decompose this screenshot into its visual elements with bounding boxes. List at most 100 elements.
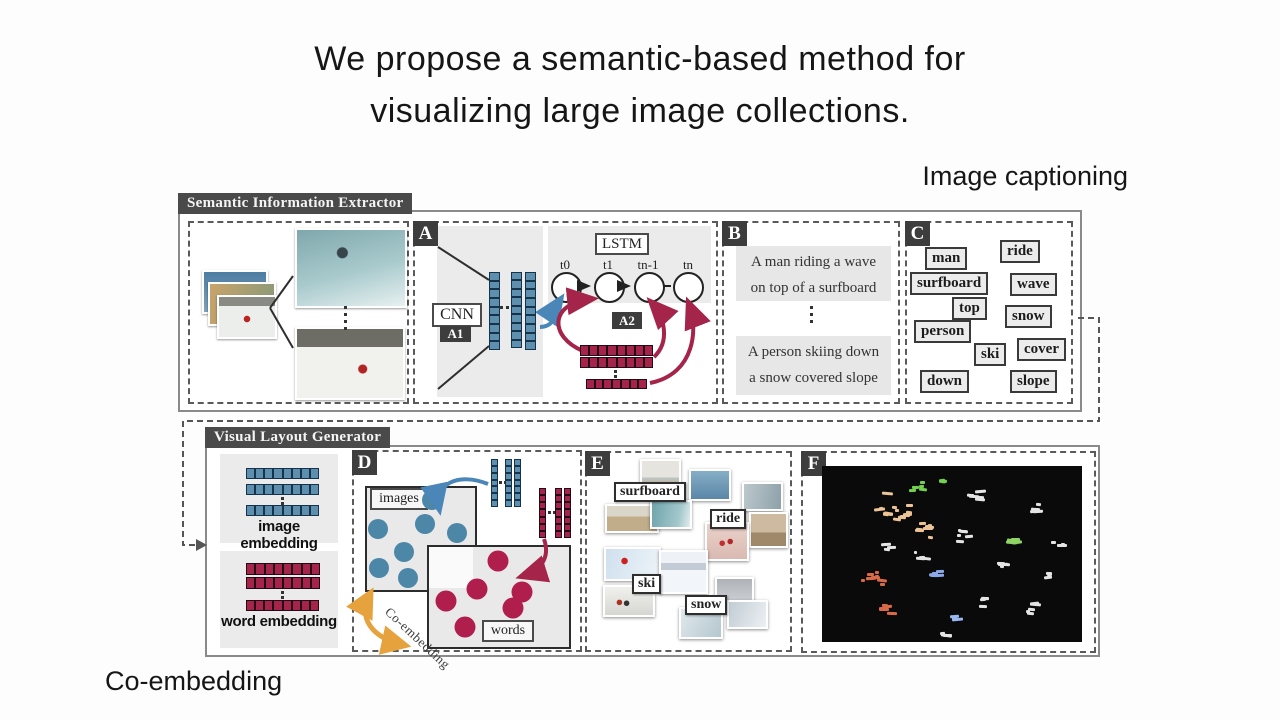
generator-header: Visual Layout Generator <box>205 427 391 448</box>
scatter-mark <box>952 617 964 622</box>
scatter-mark <box>935 573 944 577</box>
embedding-bar <box>580 357 653 368</box>
collage-photo <box>659 550 708 594</box>
scatter-mark <box>922 526 933 530</box>
scatter-mark <box>956 539 965 543</box>
word-tag: snow <box>1005 305 1052 328</box>
embedding-bar <box>246 505 319 516</box>
scatter-mark <box>875 571 880 575</box>
scatter-mark <box>886 545 896 549</box>
scatter-mark <box>981 596 989 600</box>
embedding-bar <box>525 272 536 351</box>
word-tag: wave <box>1010 273 1057 296</box>
collage-word-tag: ski <box>632 574 662 594</box>
input-stack-photo <box>217 295 277 339</box>
scatter-mark <box>888 512 893 516</box>
word-tag: down <box>920 370 970 393</box>
scatter-mark <box>927 523 932 527</box>
lstm-cell-tn <box>673 272 704 303</box>
ellipsis-vertical <box>614 370 617 378</box>
scatter-mark <box>927 535 933 540</box>
scatter-mark <box>879 582 885 586</box>
timestep-tn-1: tn-1 <box>637 257 659 272</box>
image-dot <box>398 568 418 588</box>
scatter-mark <box>881 491 893 496</box>
embedding-bar <box>564 488 571 538</box>
scatter-mark <box>906 503 914 507</box>
scatter-mark <box>883 512 890 516</box>
scatter-mark <box>978 604 987 608</box>
word-tag: slope <box>1010 370 1057 393</box>
collage-photo <box>689 469 731 501</box>
timestep-t0: t0 <box>559 257 571 272</box>
word-dot <box>502 597 524 619</box>
word-dot <box>466 578 488 600</box>
scatter-mark <box>974 489 987 493</box>
embedding-bar <box>505 459 512 508</box>
block-a-chip: A <box>413 221 438 246</box>
embedding-bar <box>246 563 320 575</box>
image-dot <box>394 542 414 562</box>
word-dot <box>454 616 476 638</box>
caption-2-line2: a snow covered slope <box>749 370 878 387</box>
lstm-label: LSTM <box>595 233 649 255</box>
scatter-mark <box>886 611 897 615</box>
image-dot <box>369 558 389 578</box>
scatter-mark <box>894 509 900 512</box>
collage-photo <box>749 512 788 548</box>
timestep-t1: t1 <box>602 257 614 272</box>
embedding-bar <box>246 577 320 589</box>
scatter-mark <box>860 578 865 582</box>
caption-1: A man riding a wave on top of a surfboar… <box>736 246 891 301</box>
word-tag: top <box>952 297 987 320</box>
collage-photo <box>650 500 692 529</box>
scatter-mark <box>904 513 911 517</box>
embedding-bar <box>555 488 562 538</box>
word-dot <box>511 581 533 603</box>
lstm-cell-t0 <box>551 272 582 303</box>
images-label: images <box>370 488 428 510</box>
scatter-mark <box>918 487 927 492</box>
block-c-chip: C <box>905 221 930 246</box>
cnn-label: CNN <box>432 303 482 327</box>
scatter-mark <box>919 481 925 484</box>
embedding-bar <box>246 468 319 479</box>
lstm-cell-t1 <box>594 272 625 303</box>
image-dot <box>415 514 435 534</box>
scatter-mark <box>881 603 888 607</box>
embedding-bar <box>514 459 521 508</box>
scatter-mark <box>908 488 916 492</box>
image-dot <box>447 523 467 543</box>
scatter-mark <box>959 529 969 534</box>
collage-word-tag: surfboard <box>614 482 686 502</box>
scatter-mark <box>892 517 901 521</box>
word-tag: man <box>925 247 968 270</box>
co-embedding-label: Co-embedding <box>105 666 283 696</box>
word-dot <box>435 590 457 612</box>
image-captioning-label: Image captioning <box>922 161 1128 191</box>
scatter-mark <box>919 521 927 525</box>
caption-1-line1: A man riding a wave <box>751 254 876 270</box>
collage-photo <box>727 600 768 629</box>
ellipsis-vertical <box>281 591 284 599</box>
scatter-mark <box>891 505 898 509</box>
image-dot <box>422 490 442 510</box>
input-surf-photo <box>295 228 407 308</box>
ellipsis-vertical <box>281 497 284 505</box>
block-b-chip: B <box>722 221 747 246</box>
slide-title-line1: We propose a semantic-based method for <box>314 40 966 78</box>
word-tag: surfboard <box>910 272 989 295</box>
word-tag: ski <box>974 343 1007 366</box>
scatter-mark <box>918 555 926 559</box>
lstm-cell-tn-1 <box>634 272 665 303</box>
scatter-mark <box>956 533 961 537</box>
image-dot <box>368 519 388 539</box>
scatter-mark <box>1051 541 1057 544</box>
caption-2: A person skiing down a snow covered slop… <box>736 336 891 395</box>
scatter-mark <box>1061 542 1066 546</box>
timestep-tn: tn <box>682 257 694 272</box>
scatter-mark <box>865 576 877 580</box>
